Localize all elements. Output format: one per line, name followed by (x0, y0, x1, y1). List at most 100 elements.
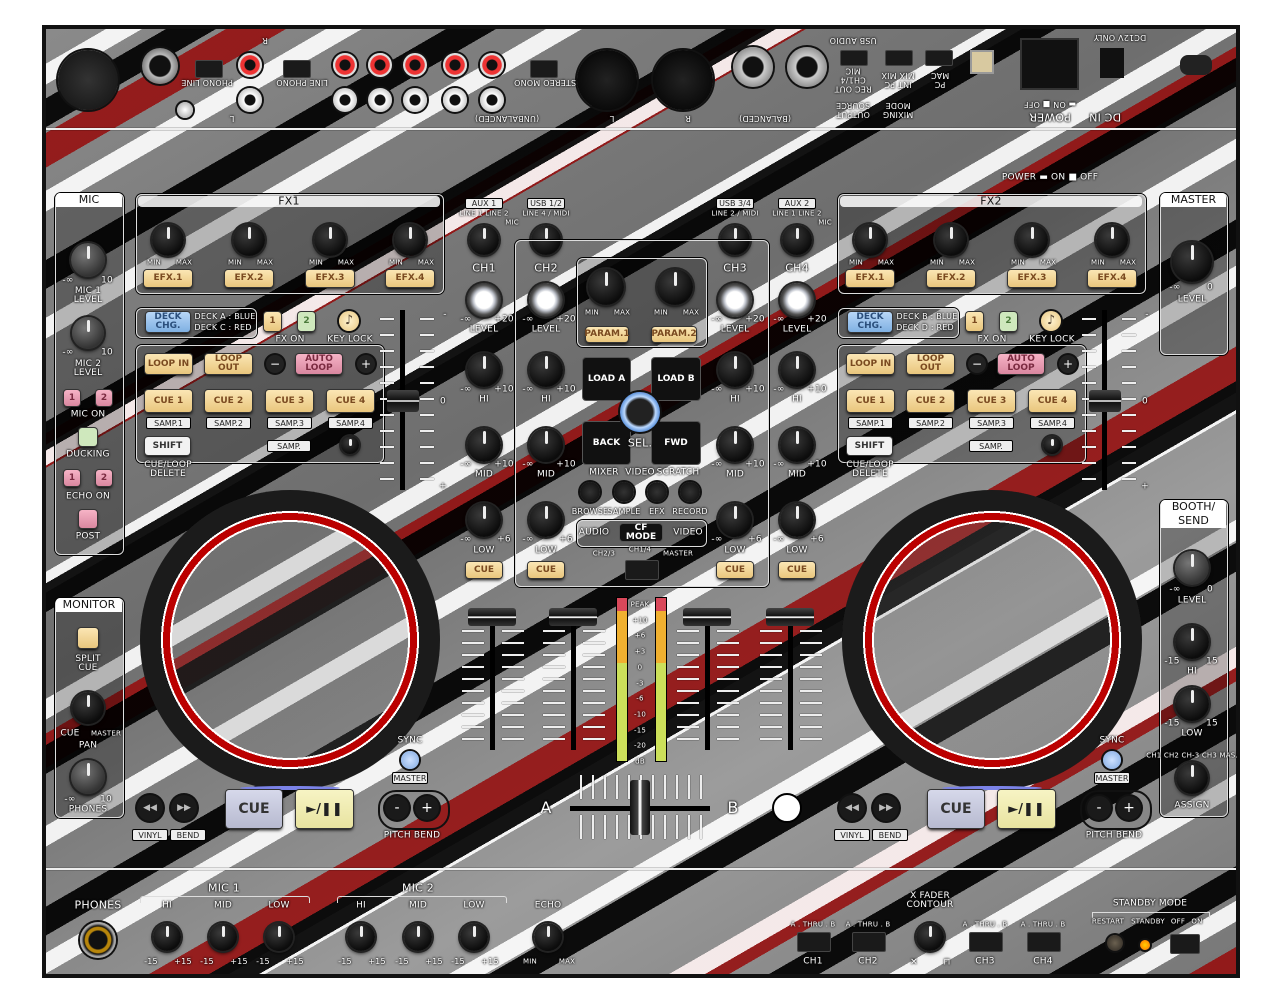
left-bend-label[interactable]: BEND (171, 830, 205, 840)
phono-line-switch-1[interactable] (195, 60, 223, 78)
rca-jack-l[interactable] (480, 88, 504, 112)
meter-source-switch[interactable] (625, 560, 659, 580)
left-loop-double-button[interactable]: + (357, 355, 375, 373)
mic2-on-button[interactable]: 2 (96, 390, 112, 406)
booth-level-knob[interactable] (1175, 551, 1209, 585)
rca-jack-r[interactable] (368, 53, 392, 77)
left-efx-button-2[interactable]: EFX.2 (225, 270, 273, 287)
right-fx-knob-2[interactable] (935, 224, 967, 256)
left-fx1-on-button[interactable]: 1 (264, 312, 281, 331)
param2-knob[interactable] (657, 269, 693, 305)
xfader-contour-knob[interactable] (916, 923, 944, 951)
right-pitch-bend-minus-button[interactable]: - (1087, 796, 1111, 820)
right-sample-volume-label[interactable]: SAMP. (970, 441, 1012, 451)
left-fx-knob-2[interactable] (233, 224, 265, 256)
xlr-out-r[interactable] (653, 50, 713, 110)
right-hot-cue-button-1[interactable]: CUE 1 (847, 390, 894, 412)
crossfader-handle[interactable] (630, 780, 650, 835)
rca-jack-r[interactable] (443, 53, 467, 77)
right-sample-label-4[interactable]: SAMP.4 (1031, 418, 1074, 428)
browse-button[interactable] (580, 482, 600, 502)
left-sample-label-1[interactable]: SAMP.1 (147, 418, 190, 428)
right-master-label[interactable]: MASTER (1095, 773, 1129, 783)
ch4-mid-knob[interactable] (780, 428, 814, 462)
xlr-out-l[interactable] (577, 50, 637, 110)
ch3-mid-knob[interactable] (718, 428, 752, 462)
left-shift-button[interactable]: SHIFT (145, 437, 190, 455)
restart-button[interactable] (1107, 935, 1123, 951)
right-shift-button[interactable]: SHIFT (847, 437, 892, 455)
left-sample-volume-label[interactable]: SAMP. (268, 441, 310, 451)
mic1-on-button[interactable]: 1 (64, 390, 80, 406)
front-mic1-hi-knob[interactable] (153, 923, 181, 951)
split-cue-button[interactable] (78, 628, 98, 648)
rca-jack-r[interactable] (403, 53, 427, 77)
balanced-jack-r[interactable] (787, 47, 827, 87)
right-fx-knob-1[interactable] (854, 224, 886, 256)
rca-jack-l[interactable] (443, 88, 467, 112)
ch2-channel-fader[interactable] (549, 608, 597, 626)
ch3-channel-fader[interactable] (683, 608, 731, 626)
left-fx-knob-1[interactable] (152, 224, 184, 256)
right-sample-label-3[interactable]: SAMP.3 (970, 418, 1013, 428)
left-pitch-fader-handle[interactable] (387, 390, 419, 412)
ch1-crossfader-assign-switch[interactable] (797, 932, 831, 952)
ch3-source-tag[interactable]: USB 3/4 (717, 199, 753, 208)
phones-jack-rear[interactable] (142, 48, 178, 84)
mixing-mode-switch[interactable] (885, 50, 913, 66)
left-hot-cue-button-1[interactable]: CUE 1 (145, 390, 192, 412)
right-jog-wheel[interactable] (842, 490, 1142, 790)
front-mic2-mid-knob[interactable] (404, 923, 432, 951)
ch1-low-knob[interactable] (467, 503, 501, 537)
rca-jack-r[interactable] (238, 53, 262, 77)
right-fx1-on-button[interactable]: 1 (966, 312, 983, 331)
rca-jack-l[interactable] (368, 88, 392, 112)
record-button[interactable] (680, 482, 700, 502)
left-hot-cue-button-4[interactable]: CUE 4 (327, 390, 374, 412)
rca-jack-l[interactable] (403, 88, 427, 112)
left-efx-button-4[interactable]: EFX.4 (386, 270, 434, 287)
right-efx-button-1[interactable]: EFX.1 (846, 270, 894, 287)
ch2-crossfader-assign-switch[interactable] (852, 932, 886, 952)
ch4-hi-knob[interactable] (780, 353, 814, 387)
ch1-source-tag[interactable]: AUX 1 (466, 199, 502, 208)
left-fx-knob-4[interactable] (394, 224, 426, 256)
ch1-channel-fader[interactable] (468, 608, 516, 626)
front-mic2-hi-knob[interactable] (347, 923, 375, 951)
right-loop-out-button[interactable]: LOOP OUT (907, 354, 954, 374)
usb-port[interactable] (970, 50, 994, 74)
left-loop-halve-button[interactable]: − (266, 355, 284, 373)
phones-jack[interactable] (80, 922, 116, 958)
ch1-source-selector[interactable] (469, 225, 499, 255)
right-auto-loop-button[interactable]: AUTO LOOP (998, 354, 1044, 374)
booth-assign-knob[interactable] (1176, 762, 1208, 794)
right-play-pause-button[interactable]: ►/❚❚ (998, 790, 1055, 828)
efx-button[interactable] (647, 482, 667, 502)
left-fast-forward-button[interactable]: ▶▶ (171, 795, 197, 821)
right-pitch-bend-plus-button[interactable]: + (1117, 796, 1141, 820)
ground-terminal[interactable] (177, 102, 193, 118)
param1-knob[interactable] (588, 269, 624, 305)
back-button[interactable]: BACK (583, 422, 630, 464)
right-sync-button[interactable] (1103, 751, 1121, 769)
left-sample-label-4[interactable]: SAMP.4 (329, 418, 372, 428)
left-hot-cue-button-2[interactable]: CUE 2 (205, 390, 252, 412)
left-rewind-button[interactable]: ◀◀ (137, 795, 163, 821)
left-cue-button[interactable]: CUE (226, 790, 282, 828)
front-mic1-low-knob[interactable] (265, 923, 293, 951)
phones-level-knob[interactable] (71, 760, 105, 794)
ch2-cue-button[interactable]: CUE (528, 562, 564, 578)
booth-hi-knob[interactable] (1175, 625, 1209, 659)
right-rewind-button[interactable]: ◀◀ (839, 795, 865, 821)
left-efx-button-3[interactable]: EFX.3 (306, 270, 354, 287)
ch4-cue-button[interactable]: CUE (779, 562, 815, 578)
left-fx-knob-3[interactable] (314, 224, 346, 256)
right-vinyl-label[interactable]: VINYL (835, 830, 869, 840)
ch4-level-knob[interactable] (780, 283, 814, 317)
ch3-cue-button[interactable]: CUE (717, 562, 753, 578)
load-a-button[interactable]: LOAD A (583, 358, 630, 400)
ch3-crossfader-assign-switch[interactable] (969, 932, 1003, 952)
ch3-level-knob[interactable] (718, 283, 752, 317)
right-fast-forward-button[interactable]: ▶▶ (873, 795, 899, 821)
standby-switch[interactable] (1170, 934, 1200, 954)
